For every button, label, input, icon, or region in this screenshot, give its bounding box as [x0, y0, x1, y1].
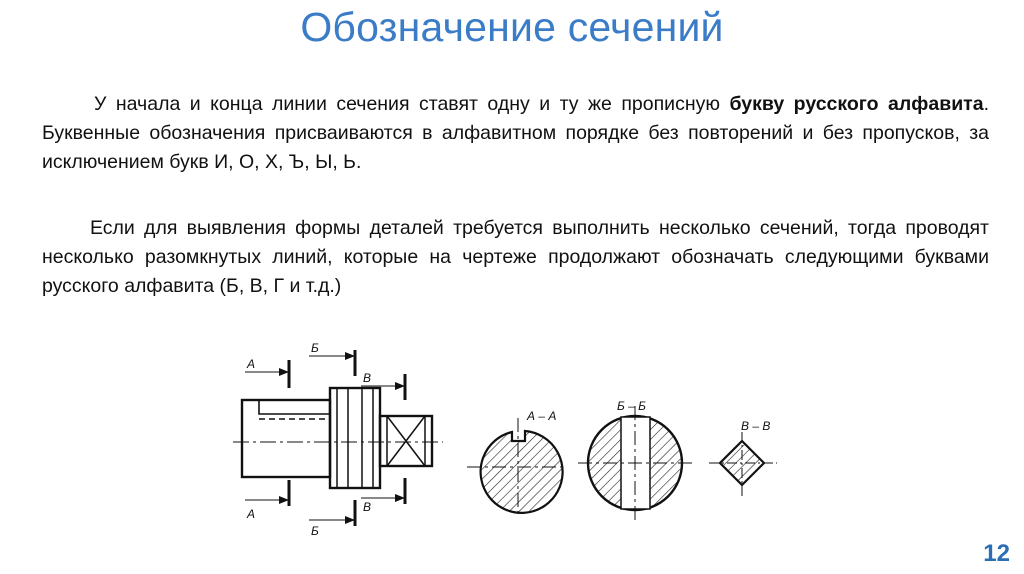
square-end-cross-2 [386, 415, 426, 467]
label-b-top: Б [311, 341, 319, 355]
shaft-view [233, 386, 443, 490]
section-b-b: Б – Б [578, 399, 693, 522]
paragraph-letter-rules: У начала и конца линии сечения ставят од… [42, 90, 989, 177]
paragraph-1-text-end: . Буквенные обозначения присваиваются в … [42, 93, 989, 173]
paragraph-1-bold-term: букву русского алфавита [729, 93, 984, 115]
section-marker-labels: А А Б Б В В [246, 341, 371, 538]
label-a-top: А [246, 357, 255, 371]
label-b-bottom: Б [311, 524, 319, 538]
cut-v-bottom-arrowhead [395, 494, 405, 502]
cut-a-bottom-arrowhead [279, 496, 289, 504]
section-drawing: А А Б Б В В А – А Б – Б В – В [233, 341, 777, 538]
slide-title: Обозначение сечений [300, 4, 724, 50]
paragraph-multiple-sections: Если для выявления формы деталей требует… [42, 217, 989, 297]
section-v-v-label: В – В [741, 419, 770, 433]
section-b-b-label: Б – Б [617, 399, 646, 413]
section-a-a: А – А [467, 409, 567, 516]
cut-v-top-arrowhead [395, 382, 405, 390]
paragraph-1-text-start: У начала и конца линии сечения ставят од… [94, 93, 730, 115]
shaft-square-end [378, 414, 434, 468]
cut-a-top-arrowhead [279, 368, 289, 376]
section-a-a-label: А – А [526, 409, 556, 423]
page-number: 12 [983, 540, 1010, 567]
label-a-bottom: А [246, 507, 255, 521]
section-v-v: В – В [709, 419, 777, 496]
label-v-top: В [363, 371, 371, 385]
section-a-a-shape [479, 429, 564, 514]
shaft-left-body [240, 398, 332, 479]
cut-b-bottom-arrowhead [345, 516, 355, 524]
shaft-keyway [258, 400, 330, 415]
cut-b-top-arrowhead [345, 352, 355, 360]
label-v-bottom: В [363, 500, 371, 514]
section-markers [245, 350, 407, 526]
